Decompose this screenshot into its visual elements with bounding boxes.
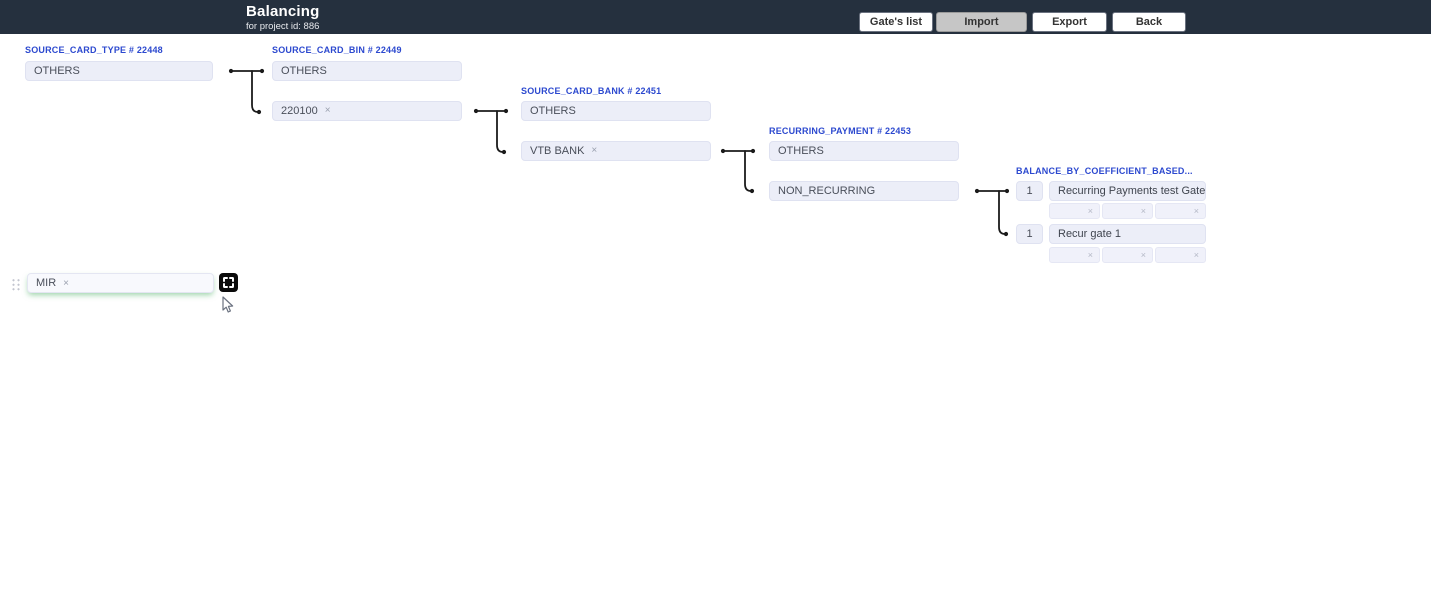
value-label: 220100 (281, 105, 318, 117)
empty-slot-chip[interactable]: × (1049, 203, 1100, 219)
palette-item-label: MIR (36, 277, 57, 289)
value-label: OTHERS (281, 65, 327, 77)
gate-name-label: Recur gate 1 (1058, 228, 1121, 240)
empty-slot-chip[interactable]: × (1102, 247, 1153, 263)
remove-icon[interactable]: × (1087, 206, 1093, 216)
empty-slot-chip[interactable]: × (1102, 203, 1153, 219)
app-header: Balancing for project id: 886 Gate's lis… (0, 0, 1431, 34)
empty-slot-chip[interactable]: × (1155, 247, 1206, 263)
mouse-cursor (222, 296, 234, 313)
remove-icon[interactable]: × (1087, 250, 1093, 260)
value-box-others[interactable]: OTHERS (25, 61, 213, 81)
page-title: Balancing (246, 3, 320, 20)
coefficient-value: 1 (1026, 185, 1033, 197)
gates-list-button[interactable]: Gate's list (859, 12, 933, 32)
column-title-source-card-bin: SOURCE_CARD_BIN # 22449 (272, 45, 402, 55)
title-block: Balancing for project id: 886 (246, 3, 320, 32)
value-label: OTHERS (530, 105, 576, 117)
gate-name-label: Recurring Payments test Gate (1058, 185, 1206, 197)
value-box-220100[interactable]: 220100 × (272, 101, 462, 121)
remove-icon[interactable]: × (591, 145, 598, 156)
value-box-others[interactable]: OTHERS (521, 101, 711, 121)
remove-icon[interactable]: × (1193, 250, 1199, 260)
gate-coefficient-input[interactable]: 1 (1016, 181, 1043, 201)
remove-icon[interactable]: × (1140, 250, 1146, 260)
drag-handle-icon[interactable] (10, 277, 20, 292)
export-button[interactable]: Export (1032, 12, 1107, 32)
value-label: NON_RECURRING (778, 185, 876, 197)
column-title-source-card-type: SOURCE_CARD_TYPE # 22448 (25, 45, 163, 55)
gate-name-box[interactable]: Recurring Payments test Gate (1049, 181, 1206, 201)
gate-name-box[interactable]: Recur gate 1 (1049, 224, 1206, 244)
coefficient-value: 1 (1026, 228, 1033, 240)
back-button[interactable]: Back (1112, 12, 1186, 32)
remove-icon[interactable]: × (1193, 206, 1199, 216)
value-box-others[interactable]: OTHERS (769, 141, 959, 161)
remove-icon[interactable]: × (1140, 206, 1146, 216)
expand-icon (223, 277, 234, 288)
value-box-vtb-bank[interactable]: VTB BANK × (521, 141, 711, 161)
empty-slot-chip[interactable]: × (1049, 247, 1100, 263)
empty-slot-chip[interactable]: × (1155, 203, 1206, 219)
column-title-source-card-bank: SOURCE_CARD_BANK # 22451 (521, 86, 662, 96)
value-label: OTHERS (34, 65, 80, 77)
remove-icon[interactable]: × (324, 105, 331, 116)
column-title-recurring-payment: RECURRING_PAYMENT # 22453 (769, 126, 912, 136)
value-label: VTB BANK (530, 145, 585, 157)
value-label: OTHERS (778, 145, 824, 157)
page-subtitle: for project id: 886 (246, 20, 320, 32)
import-button[interactable]: Import (936, 12, 1027, 32)
palette-item-mir[interactable]: MIR × (27, 273, 214, 293)
column-title-balance-by-coefficient: BALANCE_BY_COEFFICIENT_BASED... (1016, 166, 1193, 176)
gate-coefficient-input[interactable]: 1 (1016, 224, 1043, 244)
expand-button[interactable] (219, 273, 238, 292)
value-box-non-recurring[interactable]: NON_RECURRING (769, 181, 959, 201)
remove-icon[interactable]: × (63, 277, 70, 289)
value-box-others[interactable]: OTHERS (272, 61, 462, 81)
